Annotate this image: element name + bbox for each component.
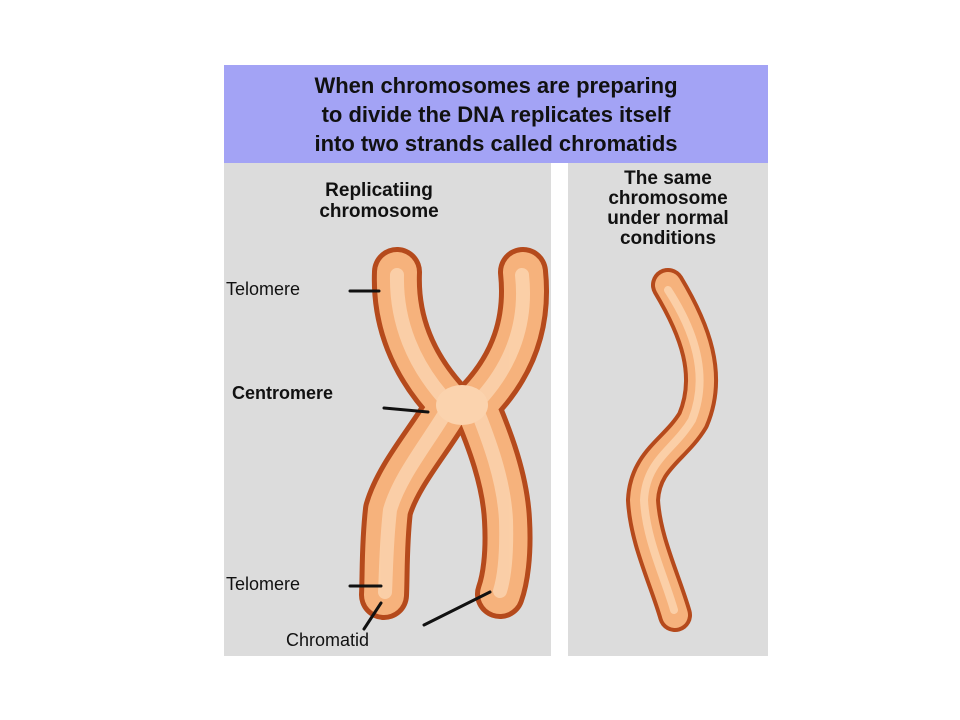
header-line-3: into two strands called chromatids	[314, 130, 678, 156]
right-panel-heading: The same chromosome under normal conditi…	[568, 169, 768, 249]
chromatid-label: Chromatid	[286, 630, 370, 650]
left-panel-heading: Replicatiing chromosome	[279, 180, 479, 222]
header-line-1: When chromosomes are preparing	[314, 72, 678, 98]
header-line-2: to divide the DNA replicates itself	[321, 101, 671, 127]
centromere-leader	[382, 406, 430, 414]
chromatid-leader-left	[362, 601, 383, 631]
replicating-chromosome	[359, 247, 549, 620]
centromere-label: Centromere	[232, 383, 334, 403]
right-heading-line-2: chromosome	[608, 188, 728, 209]
right-heading-line-3: under normal	[607, 208, 729, 229]
leader-lines	[348, 289, 492, 631]
figure-header: When chromosomes are preparing to divide…	[224, 65, 768, 163]
normal-chromosome	[626, 268, 719, 632]
left-heading-line-1: Replicatiing	[325, 180, 433, 201]
chromatid-leader-right	[422, 590, 492, 627]
telomere-top-label: Telomere	[226, 279, 301, 299]
right-heading-line-4: conditions	[619, 228, 717, 249]
left-heading-line-2: chromosome	[319, 201, 439, 222]
telomere-bottom-label: Telomere	[226, 574, 301, 594]
right-heading-line-1: The same	[624, 168, 712, 189]
panel-divider	[551, 163, 568, 656]
centromere-region	[436, 385, 488, 425]
